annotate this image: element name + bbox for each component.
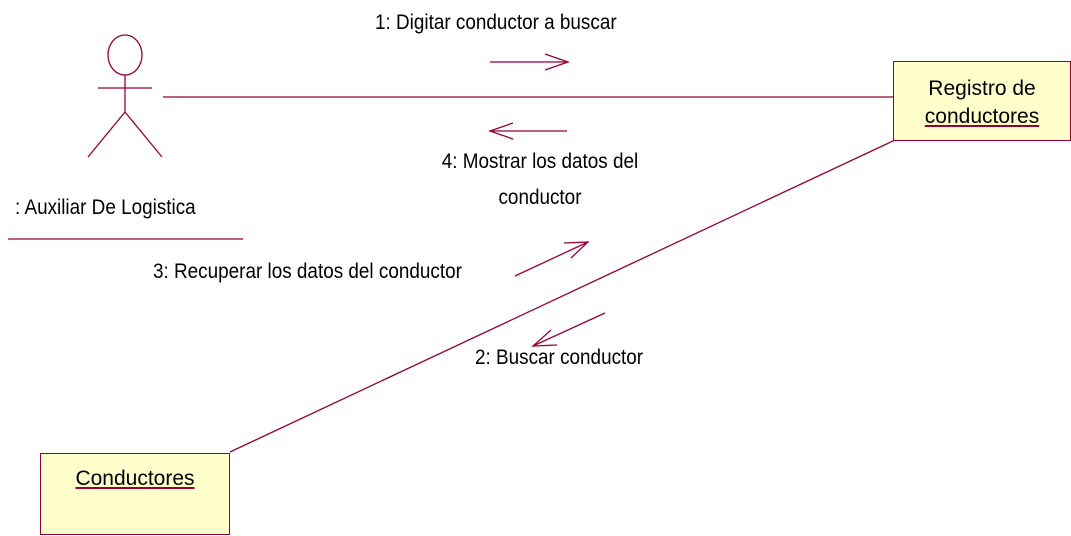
- actor-label: : Auxiliar De Logistica: [15, 196, 196, 219]
- actor-figure: [87, 34, 163, 158]
- arrow-message-4: [488, 122, 567, 140]
- object-registro-conductores[interactable]: Registro de conductores: [893, 61, 1071, 141]
- object-conductores[interactable]: Conductores: [40, 453, 230, 535]
- message-4-label-line1: 4: Mostrar los datos del: [441, 150, 639, 173]
- object-conductores-label: Conductores: [41, 464, 229, 494]
- arrow-message-2: [531, 312, 606, 347]
- object-conductores-label-text: Conductores: [75, 467, 195, 490]
- arrow-message-3: [514, 241, 590, 277]
- object-registro-label-line1: Registro de: [928, 77, 1036, 100]
- arrow-message-1: [490, 53, 570, 71]
- message-1-label: 1: Digitar conductor a buscar: [375, 11, 617, 34]
- object-registro-label-line2-text: conductores: [924, 105, 1040, 128]
- message-4-label-line2: conductor: [498, 186, 582, 209]
- message-3-label: 3: Recuperar los datos del conductor: [153, 260, 462, 283]
- message-2-label: 2: Buscar conductor: [475, 346, 644, 369]
- link-registro-conductores: [229, 139, 896, 453]
- object-registro-label-line2: conductores: [894, 102, 1070, 132]
